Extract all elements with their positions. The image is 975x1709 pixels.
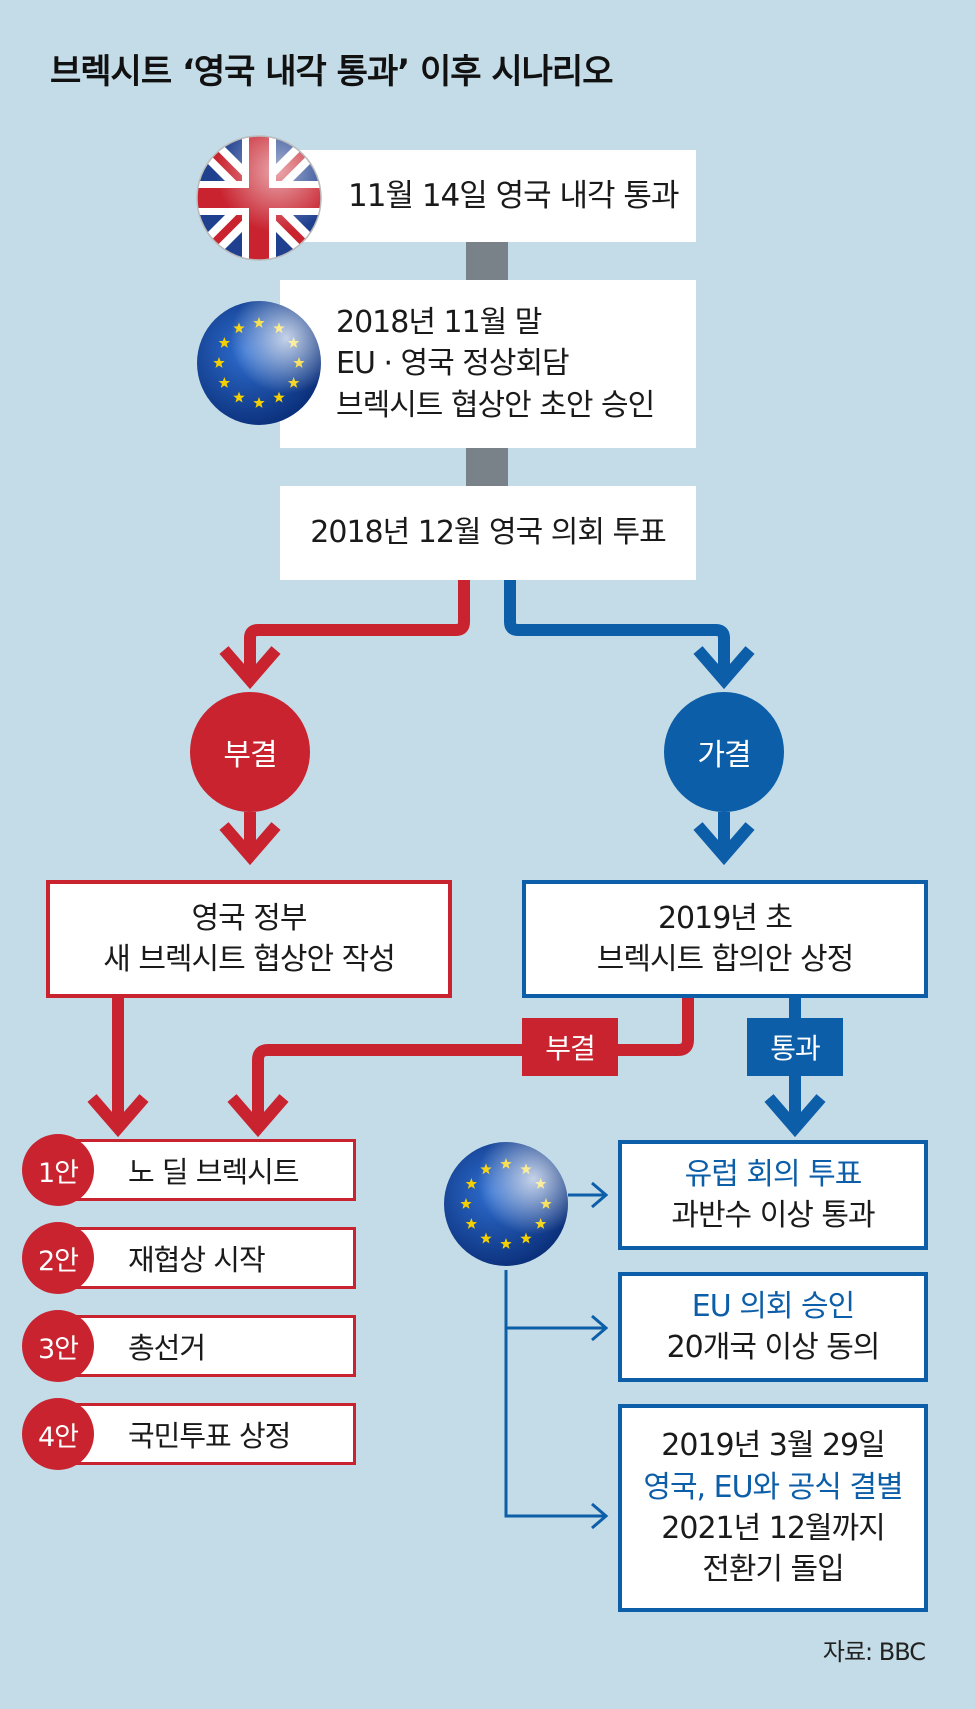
source-credit: 자료: BBC (822, 1638, 926, 1666)
option-item: 노 딜 브렉시트 (70, 1139, 356, 1201)
thin-arrowhead-1 (591, 1181, 609, 1209)
reject-tag: 부결 (522, 1018, 618, 1076)
eu-shine (197, 301, 321, 425)
page-title: 브렉시트 ‘영국 내각 통과’ 이후 시나리오 (50, 52, 613, 92)
blue-arrowhead-3 (764, 1094, 826, 1138)
option-number: 4안 (22, 1398, 94, 1470)
outcome-3-line-4: 전환기 돌입 (702, 1552, 845, 1588)
outcome-3-line-1: 2019년 3월 29일 (661, 1428, 885, 1464)
option-label: 총선거 (128, 1331, 206, 1365)
outcome-3-line-3: 2021년 12월까지 (661, 1511, 885, 1546)
option-item: 총선거 (70, 1315, 356, 1377)
red-arrowhead-4 (227, 1094, 289, 1138)
option-item: 국민투표 상정 (70, 1403, 356, 1465)
option-number: 3안 (22, 1310, 94, 1382)
thin-arrowhead-2 (591, 1314, 609, 1342)
deal-vote-box: 2019년 초 브렉시트 합의안 상정 (522, 880, 928, 998)
cabinet-pass-text: 11월 14일 영국 내각 통과 (348, 177, 679, 214)
red-arrow-pass-box-reject (252, 998, 694, 1124)
option-item: 재협상 시작 (70, 1227, 356, 1289)
red-arrowhead-1 (219, 646, 281, 690)
uk-flag-icon (195, 134, 323, 262)
outcome-1-line-2: 과반수 이상 통과 (671, 1198, 875, 1233)
new-deal-line-2: 새 브렉시트 협상안 작성 (103, 942, 396, 977)
passed-circle: 가결 (664, 692, 784, 812)
rejected-circle: 부결 (190, 692, 310, 812)
red-arrowhead-2 (219, 822, 281, 866)
outcome-2-line-2: 20개국 이상 동의 (666, 1330, 881, 1365)
option-number: 1안 (22, 1134, 94, 1206)
deal-vote-line-1: 2019년 초 (657, 900, 793, 936)
outcome-box: 2019년 3월 29일 영국, EU와 공식 결별 2021년 12월까지 전… (618, 1404, 928, 1612)
eu-flag-icon (195, 299, 323, 427)
red-arrow-vote-to-reject (244, 580, 470, 676)
blue-arrowhead-2 (693, 822, 755, 866)
new-deal-line-1: 영국 정부 (191, 900, 308, 936)
eu-flag-icon (442, 1140, 570, 1268)
blue-arrowhead-1 (693, 646, 755, 690)
outcome-1-line-1: 유럽 회의 투표 (684, 1156, 863, 1192)
option-number: 2안 (22, 1222, 94, 1294)
outcome-box: 유럽 회의 투표 과반수 이상 통과 (618, 1140, 928, 1250)
summit-box: 2018년 11월 말 EU · 영국 정상회담 브렉시트 협상안 초안 승인 (280, 280, 696, 448)
gray-connector-1 (466, 240, 508, 280)
blue-arrow-vote-to-pass (504, 580, 730, 676)
thin-line-trunk (504, 1270, 605, 1518)
parliament-vote-text: 2018년 12월 영국 의회 투표 (310, 515, 666, 551)
option-label: 국민투표 상정 (128, 1419, 291, 1453)
thin-arrowhead-3 (591, 1502, 609, 1530)
deal-vote-line-2: 브렉시트 합의안 상정 (596, 942, 854, 977)
new-deal-box: 영국 정부 새 브렉시트 협상안 작성 (46, 880, 452, 998)
outcome-2-line-1: EU 의회 승인 (691, 1288, 855, 1324)
eu-shine (444, 1142, 568, 1266)
parliament-vote-box: 2018년 12월 영국 의회 투표 (280, 486, 696, 580)
summit-line-2: EU · 영국 정상회담 (336, 346, 570, 382)
pass-tag: 통과 (747, 1018, 843, 1076)
summit-line-1: 2018년 11월 말 (336, 304, 542, 340)
summit-line-3: 브렉시트 협상안 초안 승인 (336, 387, 655, 423)
outcome-3-line-2: 영국, EU와 공식 결별 (643, 1469, 903, 1505)
option-label: 재협상 시작 (128, 1243, 266, 1277)
option-label: 노 딜 브렉시트 (128, 1155, 300, 1189)
outcome-box: EU 의회 승인 20개국 이상 동의 (618, 1272, 928, 1382)
gray-connector-2 (466, 446, 508, 486)
red-arrowhead-3 (87, 1094, 149, 1138)
